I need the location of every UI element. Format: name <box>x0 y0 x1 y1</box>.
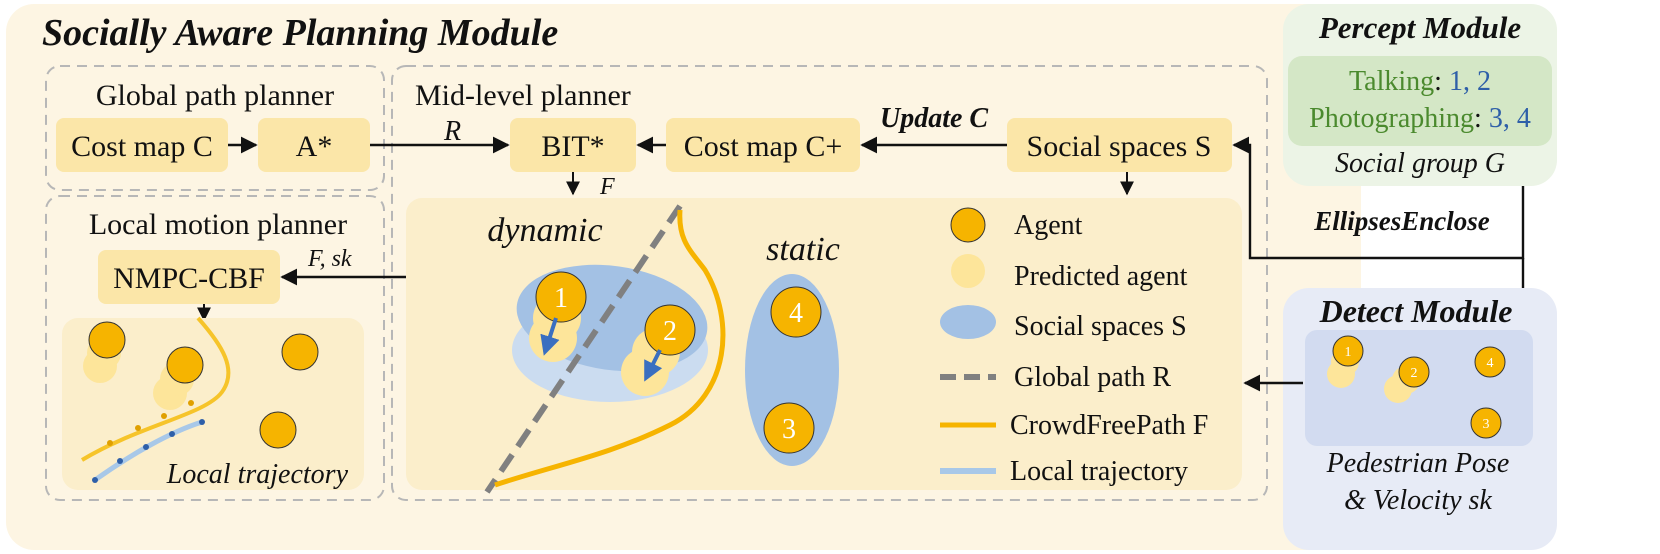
dynamic-label: dynamic <box>487 212 602 249</box>
crowd-free-path-local <box>80 316 231 462</box>
legend-agent-swatch <box>950 207 986 243</box>
detected-agent-3 <box>1470 407 1502 439</box>
talking-line: Talking: 1, 2 <box>1349 66 1491 97</box>
agent-1-number: 1 <box>554 283 568 314</box>
planning-module-title: Socially Aware Planning Module <box>42 12 558 54</box>
path-point <box>107 440 113 446</box>
arrow-to-social-spaces <box>1232 136 1525 260</box>
photographing-line: Photographing: 3, 4 <box>1309 103 1531 134</box>
agent-4 <box>770 286 822 338</box>
nmpc-input-label: F, sk <box>307 246 352 272</box>
legend-crowdfree-label: CrowdFreePath F <box>1010 410 1208 441</box>
detected-agent-1 <box>1332 335 1364 367</box>
trajectory-point <box>117 458 123 464</box>
legend-local-traj-label: Local trajectory <box>1010 456 1188 487</box>
astar-label: A* <box>296 130 333 163</box>
path-r-label: R <box>443 116 461 147</box>
talking-label: Talking <box>1349 66 1434 97</box>
legend-social-label: Social spaces S <box>1014 311 1187 342</box>
agent <box>281 333 319 371</box>
photographing-label: Photographing <box>1309 103 1474 134</box>
percept-inner-panel <box>1288 56 1552 146</box>
cost-map-box <box>56 118 228 172</box>
cost-map-plus-label: Cost map C+ <box>684 130 843 163</box>
photographing-ids: 3, 4 <box>1489 103 1531 134</box>
trajectory-point <box>92 477 98 483</box>
ellipses-enclose-label: EllipsesEnclose <box>1313 206 1490 236</box>
astar-box <box>258 118 370 172</box>
agent <box>259 411 297 449</box>
cost-map-plus-box <box>666 118 860 172</box>
global-planner-title: Global path planner <box>96 79 334 112</box>
detect-caption-line1: Pedestrian Pose <box>1326 448 1510 479</box>
path-point <box>188 400 194 406</box>
agent-3 <box>763 402 815 454</box>
local-planner-frame <box>45 195 385 501</box>
path-f-label: F <box>599 174 615 200</box>
trajectory-point <box>199 419 205 425</box>
update-label: Update C <box>880 103 988 134</box>
trajectory-point <box>169 431 175 437</box>
detected-agent-1-number: 1 <box>1345 345 1352 360</box>
bitstar-label: BIT* <box>541 130 604 163</box>
agent <box>166 346 204 384</box>
legend-social-swatch <box>940 305 996 339</box>
detected-agent-2 <box>1398 356 1430 388</box>
local-trajectory-line <box>93 419 203 483</box>
legend-predicted-label: Predicted agent <box>1014 261 1188 292</box>
local-planner-title: Local motion planner <box>89 208 347 241</box>
detected-agent-2-number: 2 <box>1411 366 1418 381</box>
talking-ids: 1, 2 <box>1449 66 1491 97</box>
static-label: static <box>766 231 840 268</box>
agent-4-number: 4 <box>789 298 803 329</box>
agent-3-number: 3 <box>782 414 796 445</box>
velocity-arrow <box>644 349 663 382</box>
crowd-free-path-line <box>494 209 726 488</box>
agent-2 <box>644 304 696 356</box>
legend-predicted-swatch <box>951 254 985 288</box>
path-point <box>161 413 167 419</box>
agent-2-number: 2 <box>663 316 677 347</box>
social-spaces-box <box>1007 118 1232 172</box>
global-path-line <box>484 204 683 494</box>
mid-planner-title: Mid-level planner <box>415 79 631 112</box>
cost-map-label: Cost map C <box>71 130 213 163</box>
detected-agent-4 <box>1474 346 1506 378</box>
agent <box>88 321 126 359</box>
legend-global-path-label: Global path R <box>1014 362 1171 393</box>
detect-caption-line2: & Velocity sk <box>1344 485 1492 516</box>
local-trajectory-caption: Local trajectory <box>166 459 349 490</box>
social-group-label: Social group G <box>1335 148 1505 179</box>
social-spaces-label: Social spaces S <box>1027 130 1212 163</box>
legend: Agent Predicted agent Social spaces S Gl… <box>940 207 1208 487</box>
agent-1 <box>535 271 587 323</box>
percept-module-title: Percept Module <box>1318 10 1522 45</box>
path-point <box>135 425 141 431</box>
legend-agent-label: Agent <box>1014 210 1083 241</box>
detected-agent-3-number: 3 <box>1483 417 1490 432</box>
nmpc-label: NMPC-CBF <box>113 262 265 295</box>
velocity-arrow <box>540 317 560 356</box>
global-planner-frame <box>45 65 385 191</box>
trajectory-point <box>143 444 149 450</box>
detect-module-title: Detect Module <box>1319 293 1513 329</box>
nmpc-box <box>98 250 280 304</box>
mid-planner-frame <box>391 65 1268 501</box>
detected-agent-4-number: 4 <box>1487 356 1494 371</box>
bitstar-box <box>510 118 636 172</box>
